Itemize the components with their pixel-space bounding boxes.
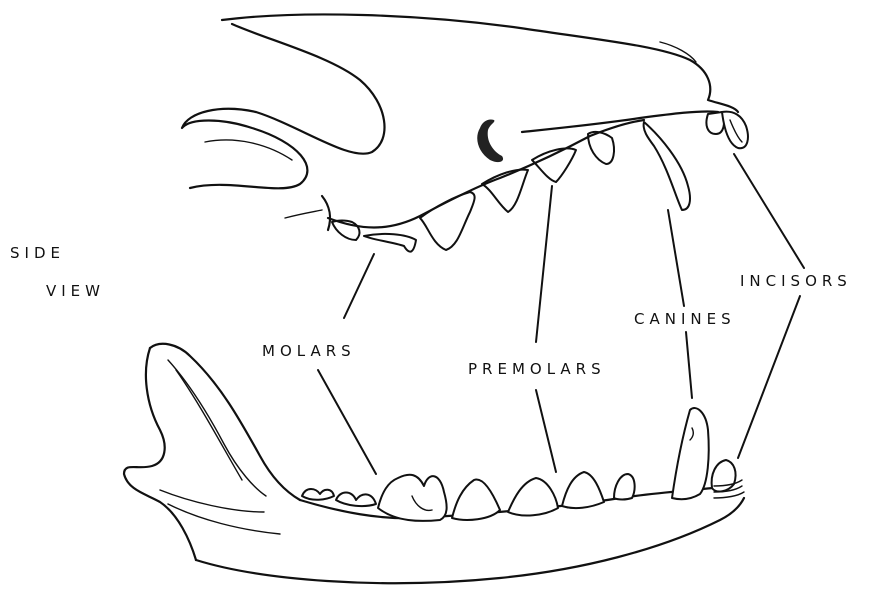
canines-label: CANINES (634, 310, 736, 328)
upper-molar-tooth (364, 234, 416, 252)
lower-premolar-tooth (562, 472, 604, 508)
incisors-leader-upper (734, 154, 804, 268)
upper-canine-tooth (644, 122, 690, 210)
incisors-leader-lower (738, 296, 800, 458)
lower-premolar-tooth (508, 478, 558, 515)
molars-leader-upper (344, 254, 374, 318)
premolars-leader-upper (536, 186, 552, 342)
side-view-label-line1: SIDE (10, 244, 65, 262)
upper-incisor-tooth (706, 112, 724, 134)
lower-incisor-tooth (712, 460, 736, 491)
lower-molar-tooth (336, 493, 376, 507)
canines-leader-lower (686, 332, 692, 398)
canines-leader-upper (668, 210, 684, 306)
upper-premolar-tooth (588, 132, 614, 164)
molars-leader-lower (318, 370, 376, 474)
lower-canine-tooth (672, 408, 709, 499)
lower-premolar-tooth (614, 474, 635, 500)
premolars-leader-lower (536, 390, 556, 472)
lower-jaw (124, 344, 744, 583)
upper-skull (182, 14, 748, 251)
premolars-label: PREMOLARS (468, 360, 606, 378)
side-view-label-line2: VIEW (46, 282, 105, 300)
molars-label: MOLARS (262, 342, 356, 360)
lower-premolar-tooth (452, 479, 500, 519)
lower-molar-tooth (302, 489, 334, 500)
incisors-label: INCISORS (740, 272, 852, 290)
